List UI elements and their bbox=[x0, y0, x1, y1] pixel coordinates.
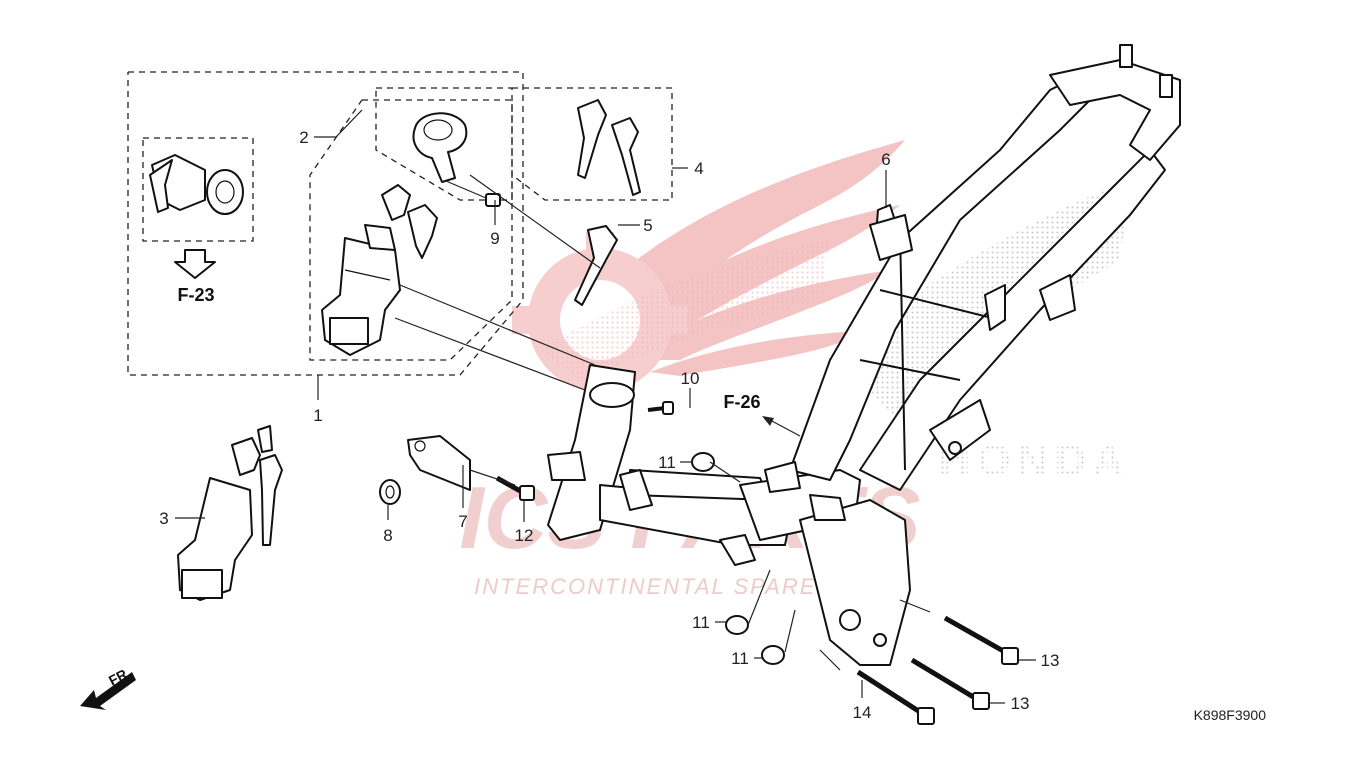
callout-8: 8 bbox=[383, 526, 392, 545]
callout-1: 1 bbox=[313, 406, 322, 425]
callout-11c: 11 bbox=[731, 649, 749, 668]
front-direction-label: FR. bbox=[106, 664, 133, 689]
callout-13b: 13 bbox=[1011, 694, 1030, 713]
key-pair-4-part bbox=[577, 99, 641, 196]
reference-arrow-f26 bbox=[762, 416, 801, 437]
ignition-switch-part bbox=[321, 224, 401, 356]
front-direction-arrow bbox=[80, 672, 136, 710]
reference-f26-label: F-26 bbox=[723, 392, 760, 412]
watermark: HONDA ICS PARTS INTERCONTINENTAL SPARE P… bbox=[459, 140, 1130, 599]
assembly-group-1 bbox=[127, 71, 524, 376]
seat-lock-cylinder-part bbox=[149, 154, 244, 215]
callout-6: 6 bbox=[881, 150, 890, 169]
frame-body-part bbox=[547, 44, 1181, 666]
callout-5: 5 bbox=[643, 216, 652, 235]
callout-11b: 11 bbox=[692, 613, 710, 632]
dotted-wing-watermark bbox=[830, 180, 1130, 420]
leader-lines bbox=[175, 109, 1036, 704]
assembly-group-2 bbox=[309, 99, 513, 361]
callout-13a: 13 bbox=[1041, 651, 1060, 670]
diagram-code: K898F3900 bbox=[1194, 707, 1267, 723]
bolt-14-part bbox=[856, 669, 935, 725]
callout-9: 9 bbox=[490, 229, 499, 248]
callout-3: 3 bbox=[159, 509, 168, 528]
callouts: 1 2 3 4 5 6 7 8 9 10 11 11 11 12 13 13 1… bbox=[159, 128, 1059, 722]
reference-arrow-f23 bbox=[174, 249, 216, 279]
nut-11b-part bbox=[725, 615, 749, 635]
reference-f23-label: F-23 bbox=[177, 285, 214, 305]
grommet-8-part bbox=[379, 479, 401, 505]
callout-4: 4 bbox=[694, 159, 703, 178]
callout-2: 2 bbox=[299, 128, 308, 147]
screw-9-part bbox=[485, 193, 501, 207]
bolt-13b-part bbox=[910, 657, 990, 710]
callout-14: 14 bbox=[853, 703, 872, 722]
callout-12: 12 bbox=[515, 526, 534, 545]
assembly-group-lock-cover bbox=[375, 87, 513, 201]
nut-11c-part bbox=[761, 645, 785, 665]
bracket-7-part bbox=[407, 435, 471, 491]
key-pair-ignition-part bbox=[381, 184, 438, 259]
ignition-switch-3-part bbox=[177, 425, 283, 601]
dotted-red-wing-watermark bbox=[540, 240, 830, 380]
lock-cover-part bbox=[412, 112, 468, 183]
screw-10-part bbox=[647, 401, 674, 415]
callout-7: 7 bbox=[458, 512, 467, 531]
assembly-group-4 bbox=[511, 87, 673, 201]
assembly-group-f23-box bbox=[142, 137, 254, 242]
callout-11a: 11 bbox=[658, 453, 676, 472]
callout-10: 10 bbox=[681, 369, 700, 388]
bolt-13a-part bbox=[943, 615, 1019, 665]
